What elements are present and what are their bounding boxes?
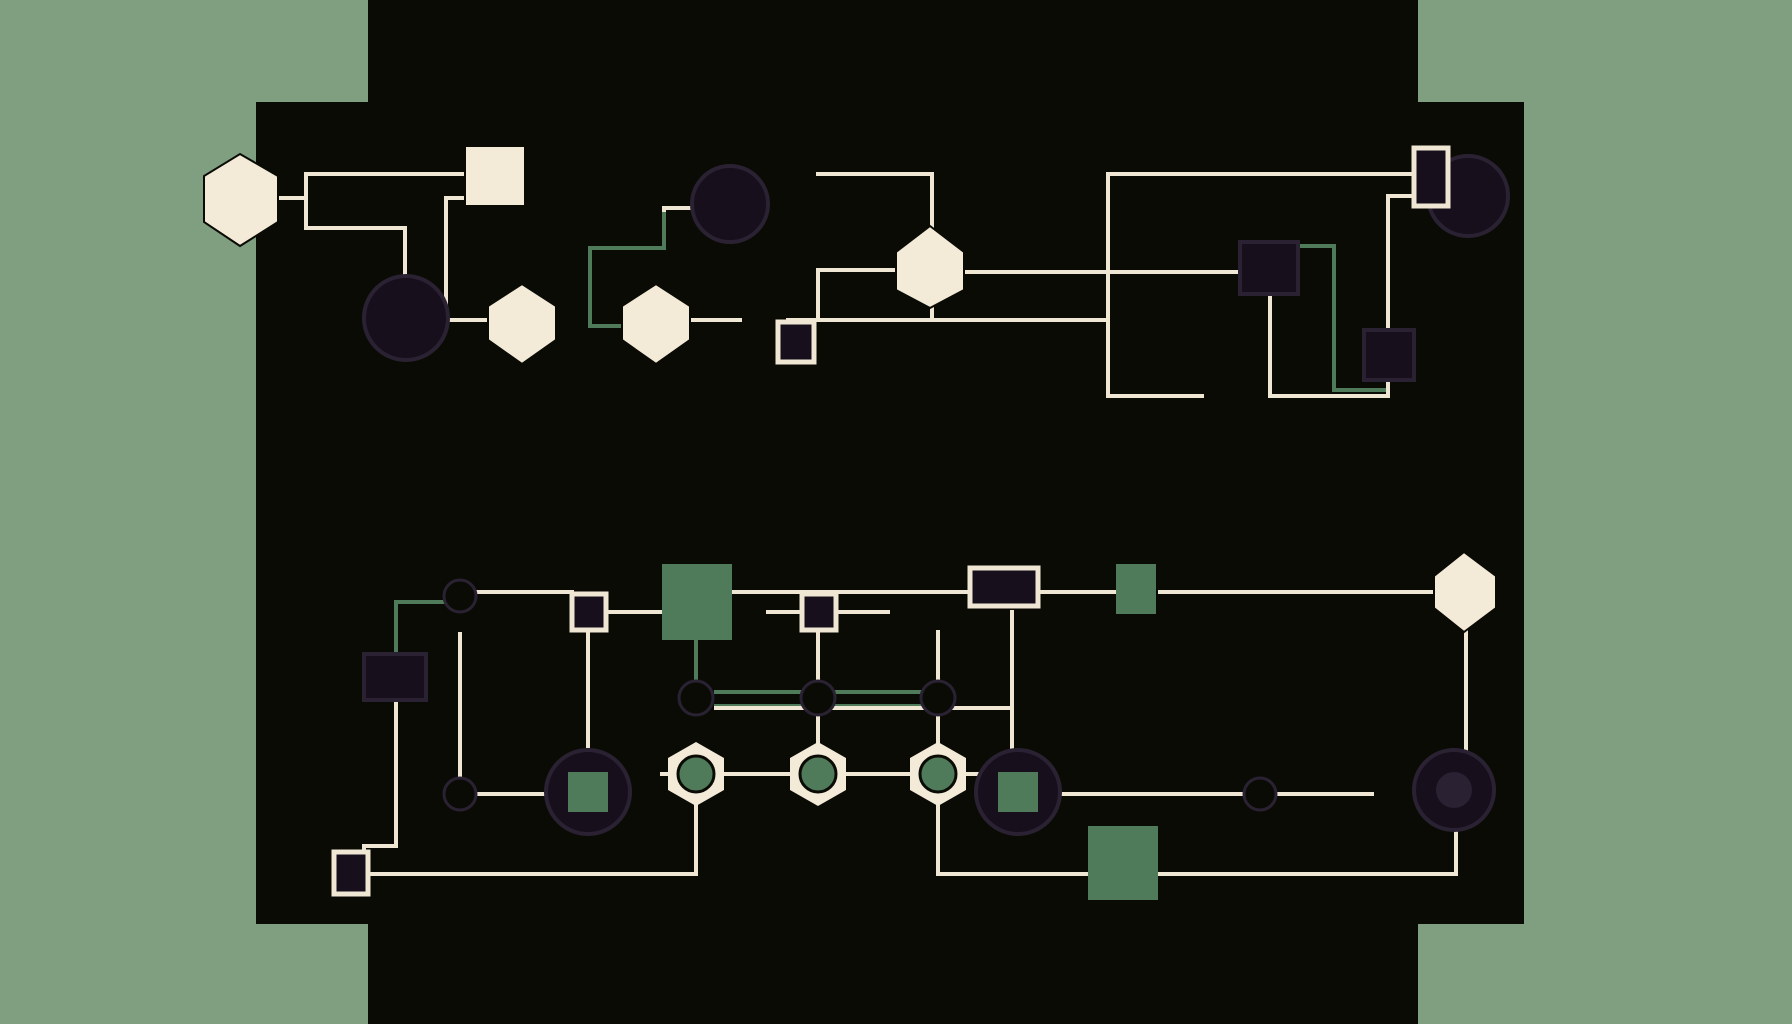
square-node [569,591,609,633]
rect-node [967,565,1041,609]
square-node [1088,826,1158,900]
square-node [331,849,371,897]
diamond-node [487,282,557,366]
square-node [1362,328,1416,382]
small-port-node [919,679,957,717]
circle-with-green-node [544,748,632,836]
ringed-hexagon-node [790,742,846,806]
circle-node [362,274,450,362]
upper-nodes [203,145,1510,382]
square-node [775,319,817,365]
diagram-board [256,0,1524,1024]
rect-node [362,652,428,702]
small-port-node [799,679,837,717]
small-port-node [442,578,478,614]
square-node [662,564,732,640]
diamond-node [895,224,965,310]
small-port-node [1242,776,1278,812]
circle-node [690,164,770,244]
hexagon-node [203,152,279,248]
small-port-node [442,776,478,812]
ringed-hexagon-node [668,742,724,806]
lower-nodes [331,550,1497,900]
small-port-node [677,679,715,717]
diamond-node [1433,550,1497,634]
square-node [1116,564,1156,614]
rect-node [1411,145,1451,209]
diamond-node [621,282,691,366]
ringed-hexagon-node [910,742,966,806]
square-node [1238,240,1300,296]
square-node [799,591,839,633]
circle-with-green-node [974,748,1062,836]
square-node [464,145,526,207]
circle-node [1412,748,1496,832]
